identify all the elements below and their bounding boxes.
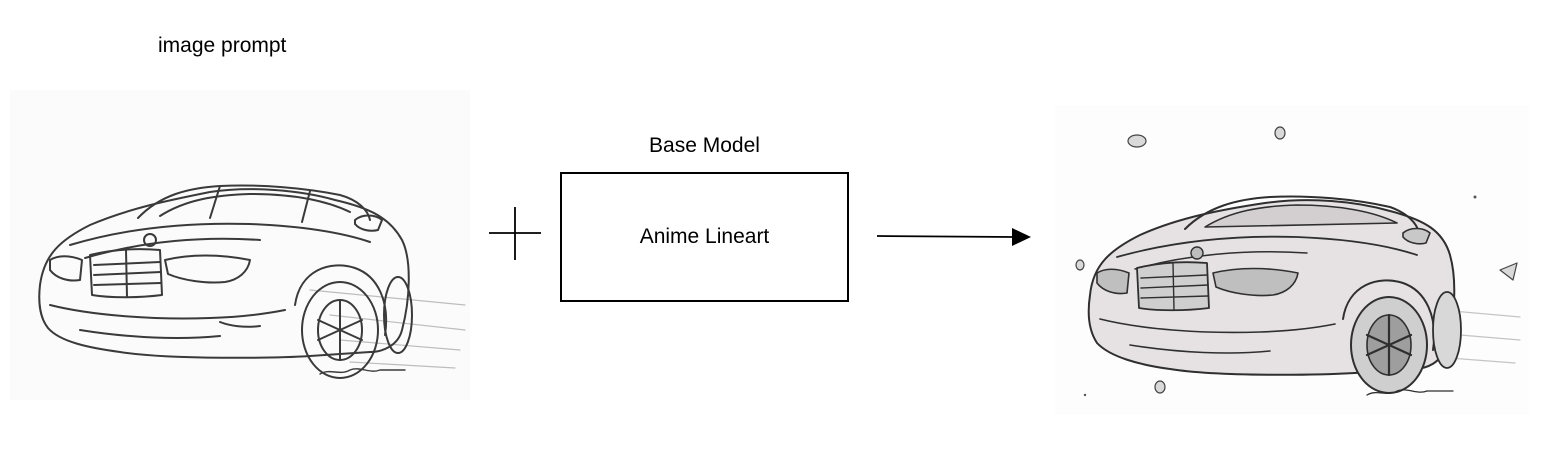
model-box: Anime Lineart: [560, 172, 849, 302]
model-name: Anime Lineart: [639, 225, 770, 248]
base-model-caption: Base Model: [649, 134, 760, 157]
image-prompt-label: image prompt: [158, 34, 287, 57]
plus-icon: [489, 207, 541, 260]
arrow-right-icon: [876, 225, 1032, 249]
output-sketch-image: [1055, 105, 1529, 415]
input-sketch-image: [10, 90, 470, 400]
